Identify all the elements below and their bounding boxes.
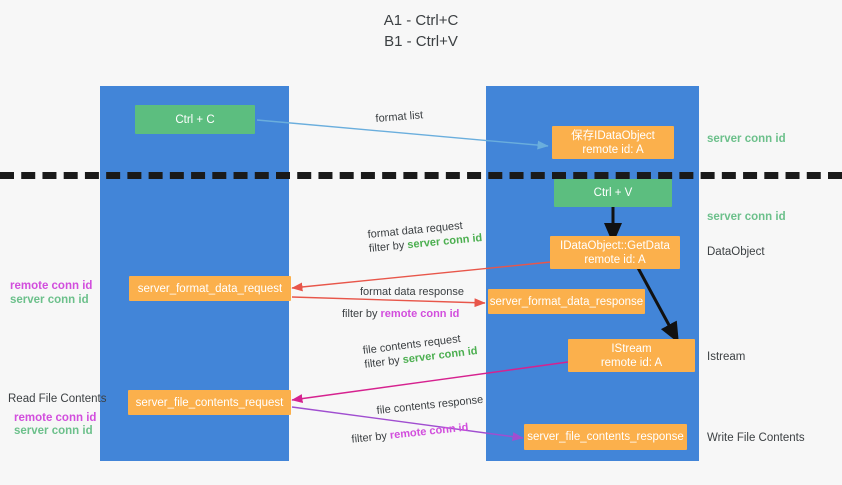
node-server-format-data-request-line1: server_format_data_request [137,282,283,295]
label-istream: Istream [707,351,746,363]
node-server-file-contents-request[interactable]: server_file_contents_request [128,390,291,415]
node-server-format-data-response[interactable]: server_format_data_response [488,289,645,314]
node-istream-line2: remote id: A [600,356,663,369]
node-server-file-contents-request-line1: server_file_contents_request [135,396,284,409]
node-server-format-data-response-line1: server_format_data_response [489,295,644,308]
node-idataobject-getdata[interactable]: IDataObject::GetData remote id: A [550,236,680,269]
annotation-file-contents-request-filter-prefix: filter by [363,354,404,371]
node-save-idataobject[interactable]: 保存IDataObject remote id: A [552,126,674,159]
label-write-file-contents: Write File Contents [707,432,805,444]
node-server-file-contents-response[interactable]: server_file_contents_response [524,424,687,450]
annotation-file-contents-response-filter-prefix: filter by [350,429,391,446]
annotation-file-contents-response-filter: filter by remote conn id [351,419,487,447]
label-server-conn-id-top: server conn id [707,133,786,145]
annotation-format-data-response: format data response filter by remote co… [342,285,464,321]
label-remote-conn-id-bottom: remote conn id [14,412,97,424]
node-idataobject-getdata-line1: IDataObject::GetData [560,239,670,252]
annotation-file-contents-request: file contents request filter by server c… [362,330,478,372]
node-istream-line1: IStream [611,342,652,355]
annotation-format-data-response-filter: filter by remote conn id [342,307,464,321]
label-read-file-contents: Read File Contents [8,393,107,405]
node-save-idataobject-line2: remote id: A [582,143,644,156]
node-idataobject-getdata-line2: remote id: A [584,253,646,266]
node-ctrl-v-line1: Ctrl + V [593,187,633,199]
annotation-file-contents-response-filter-value: remote conn id [389,421,469,442]
annotation-format-data-response-filter-prefix: filter by [342,308,381,320]
annotation-file-contents-response: file contents response filter by remote … [351,393,487,446]
label-server-conn-id-mid: server conn id [10,294,89,306]
label-dataobject: DataObject [707,246,765,258]
node-ctrl-c-line1: Ctrl + C [175,113,215,126]
node-save-idataobject-line1: 保存IDataObject [571,129,655,142]
annotation-format-list-line1: format list [375,109,424,125]
annotation-file-contents-response-line1: file contents response [376,393,484,417]
annotation-format-data-response-filter-value: remote conn id [380,308,460,320]
label-remote-conn-id-mid: remote conn id [10,280,93,292]
node-server-format-data-request[interactable]: server_format_data_request [129,276,291,301]
node-ctrl-c[interactable]: Ctrl + C [135,105,255,134]
annotation-format-data-response-line1: format data response [360,286,464,298]
phase-divider [0,172,842,179]
label-server-conn-id-bottom: server conn id [14,425,93,437]
annotation-format-list: format list [375,108,424,126]
page-title: A1 - Ctrl+C B1 - Ctrl+V [383,12,459,50]
label-server-conn-id-second: server conn id [707,211,786,223]
node-server-file-contents-response-line1: server_file_contents_response [527,431,684,443]
node-istream[interactable]: IStream remote id: A [568,339,695,372]
annotation-format-data-request-filter-prefix: filter by [368,239,408,255]
annotation-format-data-request: format data request filter by server con… [367,217,483,256]
node-ctrl-v[interactable]: Ctrl + V [554,179,672,207]
